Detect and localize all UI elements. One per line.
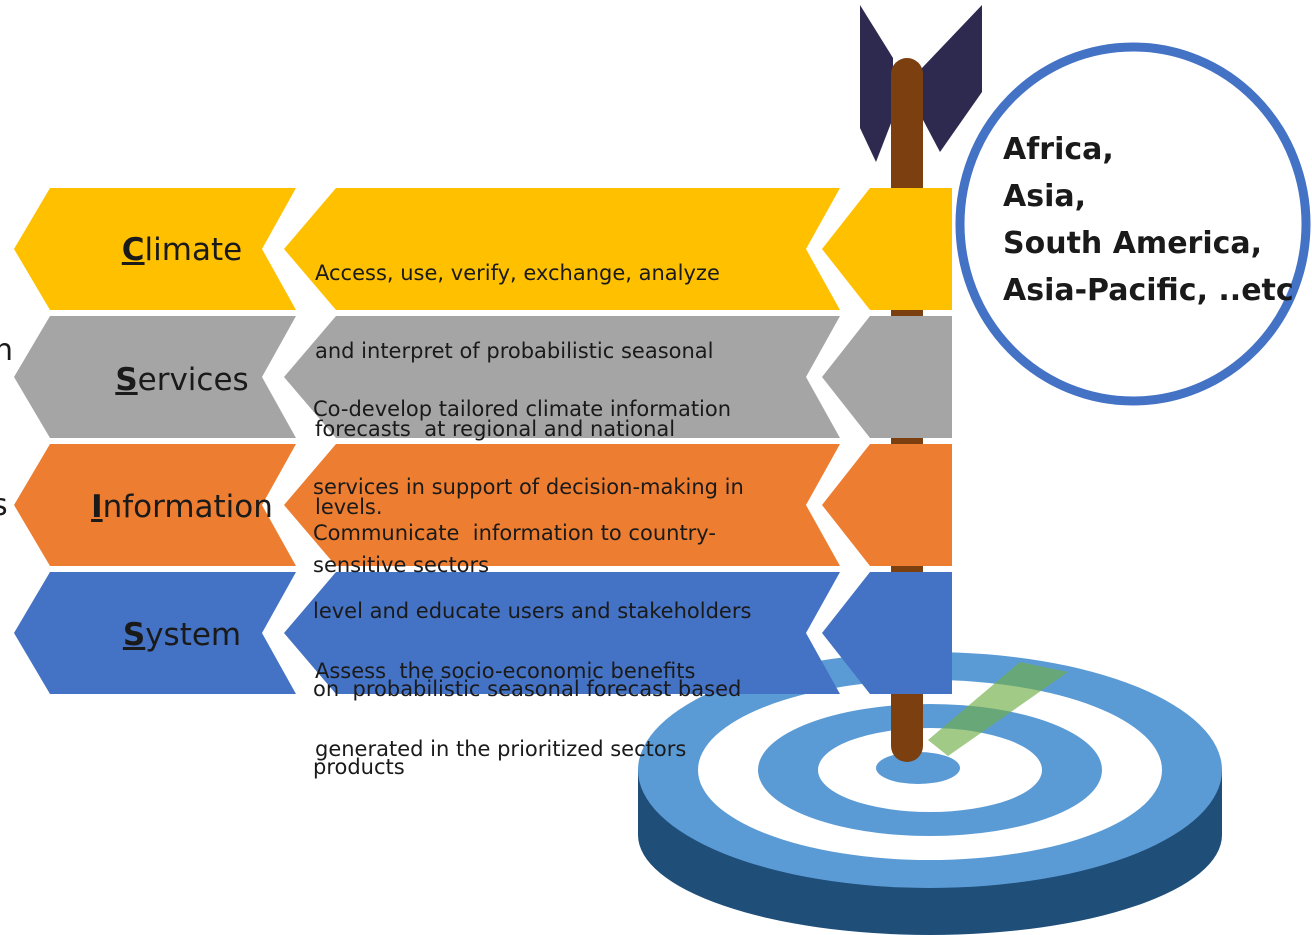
chevron-description-segment [284, 444, 840, 566]
chevron-label-segment [14, 316, 296, 438]
row-initial: C [121, 232, 145, 268]
desc-line: on probabilistic seasonal forecast based [313, 677, 742, 701]
chevron-end-segment [822, 444, 952, 566]
row-description-information: Communicate information to country- leve… [313, 468, 751, 806]
desc-line: products [313, 755, 405, 779]
region-item: Asia-Pacific, ..etc [1003, 273, 1294, 308]
chevron-description-segment [284, 572, 840, 694]
desc-line: generated in the prioritized sectors [315, 737, 687, 761]
chevron-rows [14, 188, 952, 694]
row-label-system: System [70, 617, 294, 653]
desc-line: sensitive sectors [313, 553, 490, 577]
chevron-description-segment [284, 316, 840, 438]
row-description-services: Co-develop tailored climate information … [313, 344, 744, 604]
desc-line: level and educate users and stakeholders [313, 599, 752, 623]
row-rest: ystem [145, 617, 242, 653]
target-board [638, 652, 1222, 935]
chevron-label-segment [14, 572, 296, 694]
desc-line: Communicate information to country- [313, 521, 716, 545]
chevron-label-segment [14, 444, 296, 566]
region-item: Africa, [1003, 132, 1114, 167]
chevron-end-segment [822, 572, 952, 694]
desc-line: Assess the socio-economic benefits [315, 659, 696, 683]
green-stripe [928, 662, 1068, 756]
desc-line: Access, use, verify, exchange, analyze [315, 261, 720, 285]
desc-line: forecasts at regional and national [315, 417, 676, 441]
row-description-system: Assess the socio-economic benefits gener… [315, 606, 695, 788]
chevron-row-services [14, 316, 952, 438]
desc-line: services in support of decision-making i… [313, 475, 744, 499]
chevron-row-climate [14, 188, 952, 310]
chevron-end-segment [822, 316, 952, 438]
row-label-information: Information [70, 489, 294, 525]
row-rest: ervices [137, 362, 249, 398]
row-description-climate: Access, use, verify, exchange, analyze a… [315, 208, 720, 546]
region-circle [955, 42, 1311, 406]
chevron-label-segment [14, 188, 296, 310]
row-initial: I [91, 489, 103, 525]
row-initial: S [115, 362, 138, 398]
row-label-climate: Climate [70, 232, 294, 268]
row-initial: S [122, 617, 146, 653]
chevron-row-system [14, 572, 952, 694]
desc-line: levels. [315, 495, 383, 519]
fletching-right [922, 5, 982, 152]
row-rest: limate [144, 232, 243, 268]
chevron-description-segment [284, 188, 840, 310]
row-rest: nformation [102, 489, 273, 525]
regions-list: Africa, Asia, South America, Asia-Pacifi… [1003, 126, 1294, 314]
region-item: South America, [1003, 226, 1263, 261]
region-item: Asia, [1003, 179, 1086, 214]
chevron-row-information [14, 444, 952, 566]
target-bullseye [876, 752, 960, 784]
desc-line: Co-develop tailored climate information [313, 397, 732, 421]
partial-letter-h: h [0, 333, 14, 368]
desc-line: and interpret of probabilistic seasonal [315, 339, 714, 363]
arrow-fletching [860, 5, 982, 162]
row-label-services: Services [70, 362, 294, 398]
chevron-end-segment [822, 188, 952, 310]
partial-letter-s: s [0, 488, 8, 523]
fletching-left [860, 5, 893, 162]
